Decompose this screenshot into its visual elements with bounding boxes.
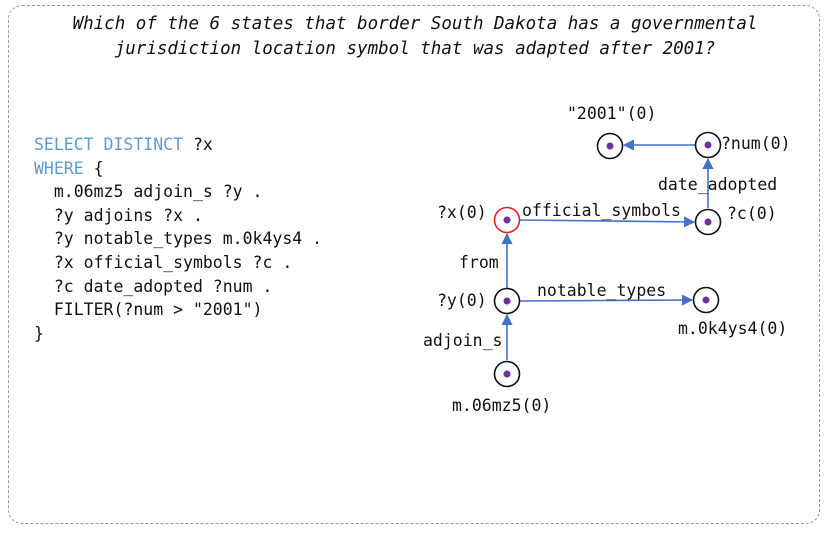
edge-y-to-type [519,294,694,306]
graph-edge-labels: date_adopted official_symbols from notab… [423,175,777,350]
node-y [493,287,521,315]
where-close-brace: } [34,323,44,343]
node-label-x: ?x(0) [437,203,487,222]
query-line-1: m.06mz5 adjoin_s ?y . [34,182,263,202]
node-num [694,131,722,159]
query-line-2: ?y adjoins ?x . [34,205,203,225]
node-label-src: m.06mz5(0) [452,396,551,415]
node-label-num: ?num(0) [721,134,791,153]
edge-label-date-adopted: date_adopted [658,175,777,194]
edge-label-notable-types: notable_types [537,281,666,300]
node-x-target [493,206,521,234]
graph-edges [501,139,714,360]
node-label-c: ?c(0) [727,204,777,223]
graph-nodes [493,131,722,388]
sparql-query: SELECT DISTINCT ?x WHERE { m.06mz5 adjoi… [34,133,322,345]
query-line-3: ?y notable_types m.0k4ys4 . [34,229,323,249]
node-c [694,208,722,236]
edge-label-adjoin-s: adjoin_s [423,331,502,350]
question-text: Which of the 6 states that border South … [20,12,810,62]
node-label-y: ?y(0) [437,291,487,310]
question-line-2: jurisdiction location symbol that was ad… [114,39,716,59]
graph-node-labels: "2001"(0) ?num(0) ?x(0) ?c(0) ?y(0) m.0k… [437,104,791,415]
edge-label-official-symbols: official_symbols [522,201,681,220]
query-line-6: FILTER(?num > "2001") [34,300,263,320]
query-line-5: ?c date_adopted ?num . [34,276,273,296]
node-label-2001: "2001"(0) [567,104,656,123]
question-line-1: Which of the 6 states that border South … [72,14,758,34]
query-line-4: ?x official_symbols ?c . [34,252,293,272]
where-open-brace: { [83,158,104,178]
diagram-frame [8,5,820,524]
node-label-type: m.0k4ys4(0) [678,319,787,338]
edge-x-to-c [519,216,696,228]
select-variable: ?x [183,135,213,154]
node-2001 [596,132,624,160]
edge-label-from: from [459,253,499,272]
select-keyword: SELECT DISTINCT [34,135,184,154]
node-src [493,360,521,388]
node-type [692,286,720,314]
where-keyword: WHERE [34,158,84,178]
